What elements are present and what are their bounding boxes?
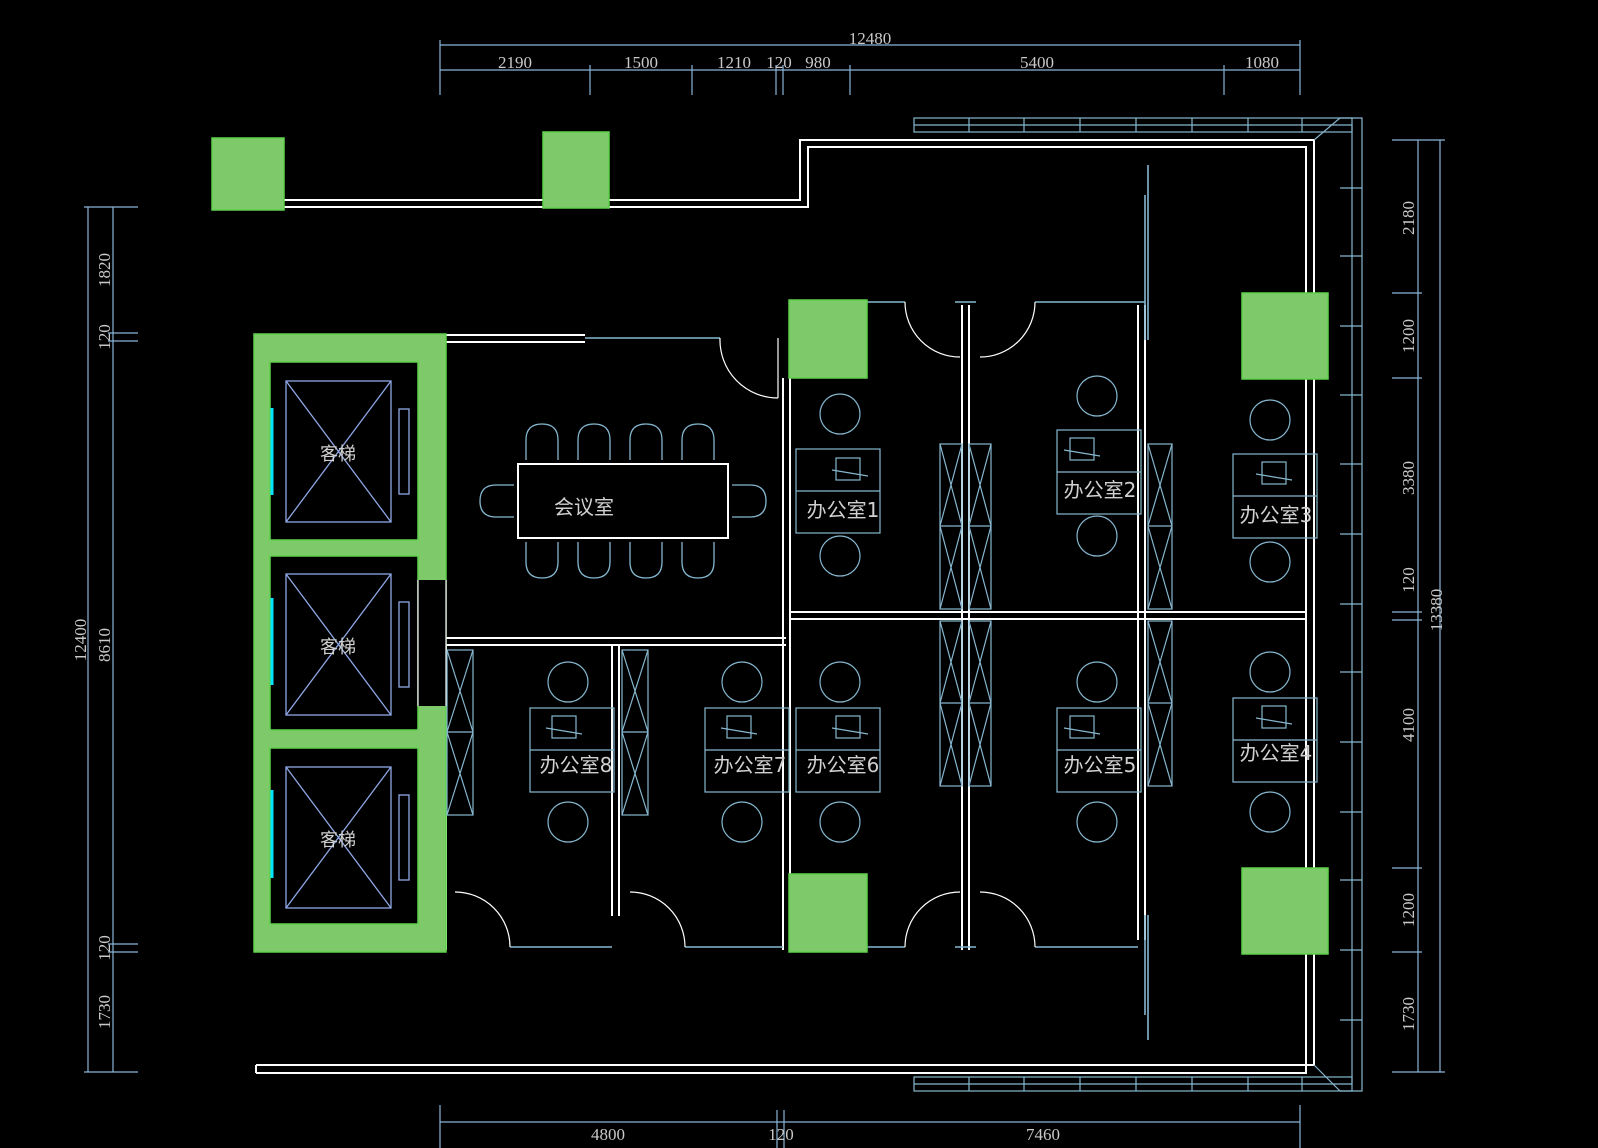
window-strip-bottom xyxy=(913,1076,1353,1092)
cabinets xyxy=(446,443,1173,816)
column xyxy=(1241,867,1329,955)
left-dimension xyxy=(84,206,138,1073)
left-dim-1: 1820 xyxy=(95,253,114,287)
interior-walls xyxy=(445,305,1306,950)
room-label-office3: 办公室3 xyxy=(1240,503,1313,527)
column xyxy=(211,137,285,211)
top-dim-6: 5400 xyxy=(1020,53,1054,72)
left-dim-4: 120 xyxy=(95,935,114,961)
exterior-walls xyxy=(255,139,1315,1074)
column xyxy=(1241,292,1329,380)
room-label-office4: 办公室4 xyxy=(1240,741,1313,765)
room-label-office7: 办公室7 xyxy=(714,753,787,777)
left-dim-5: 1730 xyxy=(95,995,114,1029)
left-total-dim: 12400 xyxy=(71,619,90,662)
elevator-label-3: 客梯 xyxy=(320,830,356,851)
elevator-label-2: 客梯 xyxy=(320,637,356,658)
right-dim-4: 120 xyxy=(1399,567,1418,593)
bottom-dimension xyxy=(439,1105,1301,1148)
top-dimension xyxy=(439,40,1301,95)
left-dim-2: 120 xyxy=(95,324,114,350)
elevator-label-1: 客梯 xyxy=(320,444,356,465)
right-dim-6: 1200 xyxy=(1399,893,1418,927)
top-dim-5: 980 xyxy=(805,53,831,72)
right-total-dim: 13380 xyxy=(1427,589,1446,632)
elevator-core xyxy=(253,333,447,953)
left-dim-3: 8610 xyxy=(95,628,114,662)
top-dim-7: 1080 xyxy=(1245,53,1279,72)
column xyxy=(788,873,868,953)
column xyxy=(788,299,868,379)
right-dim-2: 1200 xyxy=(1399,319,1418,353)
bottom-dim-1: 4800 xyxy=(591,1125,625,1144)
right-dim-1: 2180 xyxy=(1399,201,1418,235)
room-label-office5: 办公室5 xyxy=(1064,753,1137,777)
room-label-office8: 办公室8 xyxy=(540,753,613,777)
window-strip-right xyxy=(1313,117,1363,1092)
right-dim-3: 3380 xyxy=(1399,461,1418,495)
room-label-office1: 办公室1 xyxy=(807,498,880,522)
top-dim-1: 2190 xyxy=(498,53,532,72)
room-label-meeting: 会议室 xyxy=(554,495,614,519)
doors xyxy=(454,301,1036,948)
top-dim-3: 1210 xyxy=(717,53,751,72)
bottom-dim-2: 120 xyxy=(768,1125,794,1144)
right-dim-5: 4100 xyxy=(1399,708,1418,742)
column xyxy=(542,131,610,209)
top-total-dim: 12480 xyxy=(849,29,892,48)
top-dim-2: 1500 xyxy=(624,53,658,72)
room-label-office6: 办公室6 xyxy=(807,753,880,777)
top-dim-4: 120 xyxy=(766,53,792,72)
meeting-table xyxy=(479,423,767,579)
glass-partitions xyxy=(510,165,1149,1040)
room-label-office2: 办公室2 xyxy=(1064,478,1137,502)
right-dimension xyxy=(1392,139,1445,1073)
right-dim-7: 1730 xyxy=(1399,997,1418,1031)
bottom-dim-3: 7460 xyxy=(1026,1125,1060,1144)
window-strip-top xyxy=(913,117,1353,133)
structural-columns xyxy=(211,131,1329,955)
elevator-cars xyxy=(285,380,410,909)
office-furniture xyxy=(529,375,1318,843)
